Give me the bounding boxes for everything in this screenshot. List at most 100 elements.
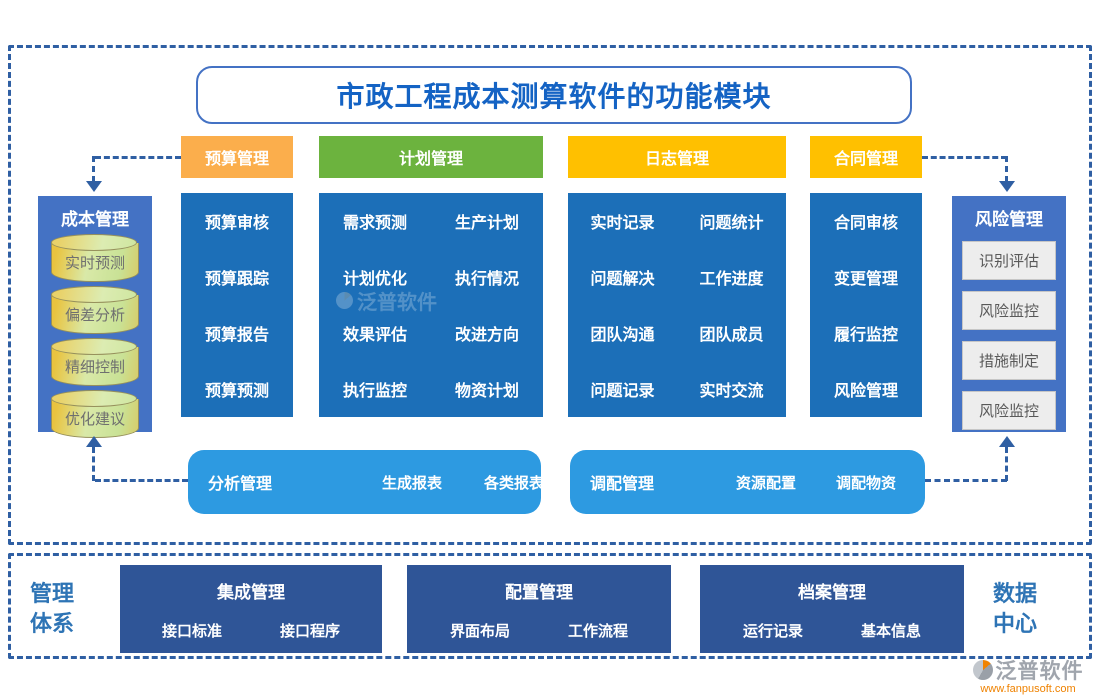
column-plan: 需求预测 生产计划 计划优化 执行情况 效果评估 改进方向 执行监控 物资计划	[319, 193, 543, 417]
label-line: 中心	[993, 610, 1038, 636]
arrow-down-icon	[999, 181, 1015, 192]
log-item: 问题统计	[699, 215, 764, 232]
plan-item: 执行情况	[454, 271, 519, 288]
diagram-title: 市政工程成本测算软件的功能模块	[336, 81, 772, 112]
risk-item-label: 措施制定	[978, 353, 1039, 370]
budget-item: 预算预测	[204, 383, 269, 400]
connector-top-right-vertical	[1005, 156, 1008, 182]
cost-cylinder: 偏差分析	[51, 286, 139, 334]
cost-cylinder: 优化建议	[51, 390, 139, 438]
budget-item: 预算审核	[204, 215, 269, 232]
arrow-up-icon	[999, 436, 1015, 447]
contract-item: 风险管理	[833, 383, 898, 400]
risk-item: 识别评估	[962, 241, 1056, 280]
arrow-down-icon	[86, 181, 102, 192]
footer-box-archive: 档案管理 运行记录 基本信息	[700, 565, 964, 653]
plan-item: 需求预测	[342, 215, 407, 232]
footer-box-item: 接口标准	[161, 623, 222, 640]
plan-item: 改进方向	[454, 327, 519, 344]
header-label: 合同管理	[833, 151, 898, 168]
log-item: 工作进度	[699, 271, 764, 288]
fanpu-logo-icon	[972, 660, 993, 680]
footer-box-title: 集成管理	[217, 583, 285, 602]
plan-item: 生产计划	[454, 215, 519, 232]
header-label: 日志管理	[644, 151, 709, 168]
header-label: 预算管理	[204, 151, 269, 168]
risk-item: 风险监控	[962, 391, 1056, 430]
connector-bottom-left-horizontal	[95, 479, 188, 482]
log-item: 问题记录	[590, 383, 655, 400]
bar-title: 调配管理	[590, 476, 655, 493]
brand-url: www.fanpusoft.com	[980, 683, 1076, 695]
bar-title: 分析管理	[208, 476, 273, 493]
contract-item: 履行监控	[833, 327, 898, 344]
label-data-center: 数据 中心	[993, 579, 1037, 638]
cost-item: 优化建议	[64, 410, 125, 428]
main-dashed-frame	[8, 45, 1092, 545]
brand-logo: 泛普软件 www.fanpusoft.com	[958, 655, 1098, 695]
footer-box-title: 配置管理	[505, 583, 573, 602]
brand-name: 泛普软件	[995, 660, 1084, 683]
panel-title: 成本管理	[61, 210, 129, 229]
footer-box-item: 基本信息	[861, 623, 922, 640]
bar-item: 资源配置	[736, 474, 797, 492]
header-log-management: 日志管理	[568, 136, 786, 178]
cost-cylinder: 实时预测	[51, 234, 139, 282]
footer-box-integration: 集成管理 接口标准 接口程序	[120, 565, 382, 653]
bar-item: 调配物资	[836, 474, 897, 492]
bar-item: 各类报表	[484, 474, 545, 492]
column-budget: 预算审核 预算跟踪 预算报告 预算预测	[181, 193, 293, 417]
label-line: 体系	[30, 610, 75, 636]
connector-bottom-right-horizontal	[925, 479, 1007, 482]
log-item: 团队沟通	[590, 327, 655, 344]
panel-risk-management: 风险管理 识别评估 风险监控 措施制定 风险监控	[952, 196, 1066, 432]
panel-title: 风险管理	[975, 210, 1043, 229]
log-item: 问题解决	[590, 271, 655, 288]
risk-item-label: 识别评估	[978, 253, 1039, 270]
column-log: 实时记录 问题统计 问题解决 工作进度 团队沟通 团队成员 问题记录 实时交流	[568, 193, 786, 417]
connector-top-right-horizontal	[922, 156, 1007, 159]
panel-cost-management: 成本管理 实时预测 偏差分析 精细控制 优化建议	[38, 196, 152, 438]
footer-box-item: 界面布局	[449, 623, 510, 640]
bar-analysis-management: 分析管理 生成报表 各类报表	[188, 450, 545, 514]
label-line: 管理	[30, 581, 75, 606]
log-item: 实时交流	[699, 383, 764, 400]
log-item: 实时记录	[590, 215, 655, 232]
connector-bottom-right-vertical	[1005, 447, 1008, 481]
header-plan-management: 计划管理	[319, 136, 543, 178]
bar-item: 生成报表	[382, 474, 443, 492]
risk-item-label: 风险监控	[978, 403, 1039, 420]
log-item: 团队成员	[699, 327, 764, 344]
contract-item: 变更管理	[833, 271, 898, 288]
budget-item: 预算跟踪	[204, 271, 269, 288]
plan-item: 执行监控	[342, 383, 407, 400]
plan-item: 计划优化	[342, 271, 407, 288]
plan-item: 物资计划	[454, 383, 519, 400]
risk-item-label: 风险监控	[978, 303, 1039, 320]
footer-box-item: 接口程序	[280, 623, 341, 640]
header-budget-management: 预算管理	[181, 136, 293, 178]
footer-dashed-frame	[8, 553, 1092, 659]
footer-box-title: 档案管理	[798, 583, 866, 602]
bar-dispatch-management: 调配管理 资源配置 调配物资	[570, 450, 925, 514]
footer-box-item: 运行记录	[742, 623, 803, 640]
cost-item: 实时预测	[64, 254, 125, 272]
contract-item: 合同审核	[833, 215, 898, 232]
footer-box-config: 配置管理 界面布局 工作流程	[407, 565, 671, 653]
plan-item: 效果评估	[342, 327, 407, 344]
risk-item: 风险监控	[962, 291, 1056, 330]
diagram-title-box: 市政工程成本测算软件的功能模块	[196, 66, 912, 124]
cost-item: 精细控制	[64, 358, 125, 376]
cost-item: 偏差分析	[64, 306, 125, 324]
label-line: 数据	[993, 581, 1038, 606]
connector-top-left-vertical	[92, 156, 95, 182]
arrow-up-icon	[86, 436, 102, 447]
cost-cylinder: 精细控制	[51, 338, 139, 386]
column-contract: 合同审核 变更管理 履行监控 风险管理	[810, 193, 922, 417]
header-contract-management: 合同管理	[810, 136, 922, 178]
budget-item: 预算报告	[204, 327, 269, 344]
risk-item: 措施制定	[962, 341, 1056, 380]
footer-box-item: 工作流程	[568, 623, 629, 640]
header-label: 计划管理	[398, 151, 463, 168]
